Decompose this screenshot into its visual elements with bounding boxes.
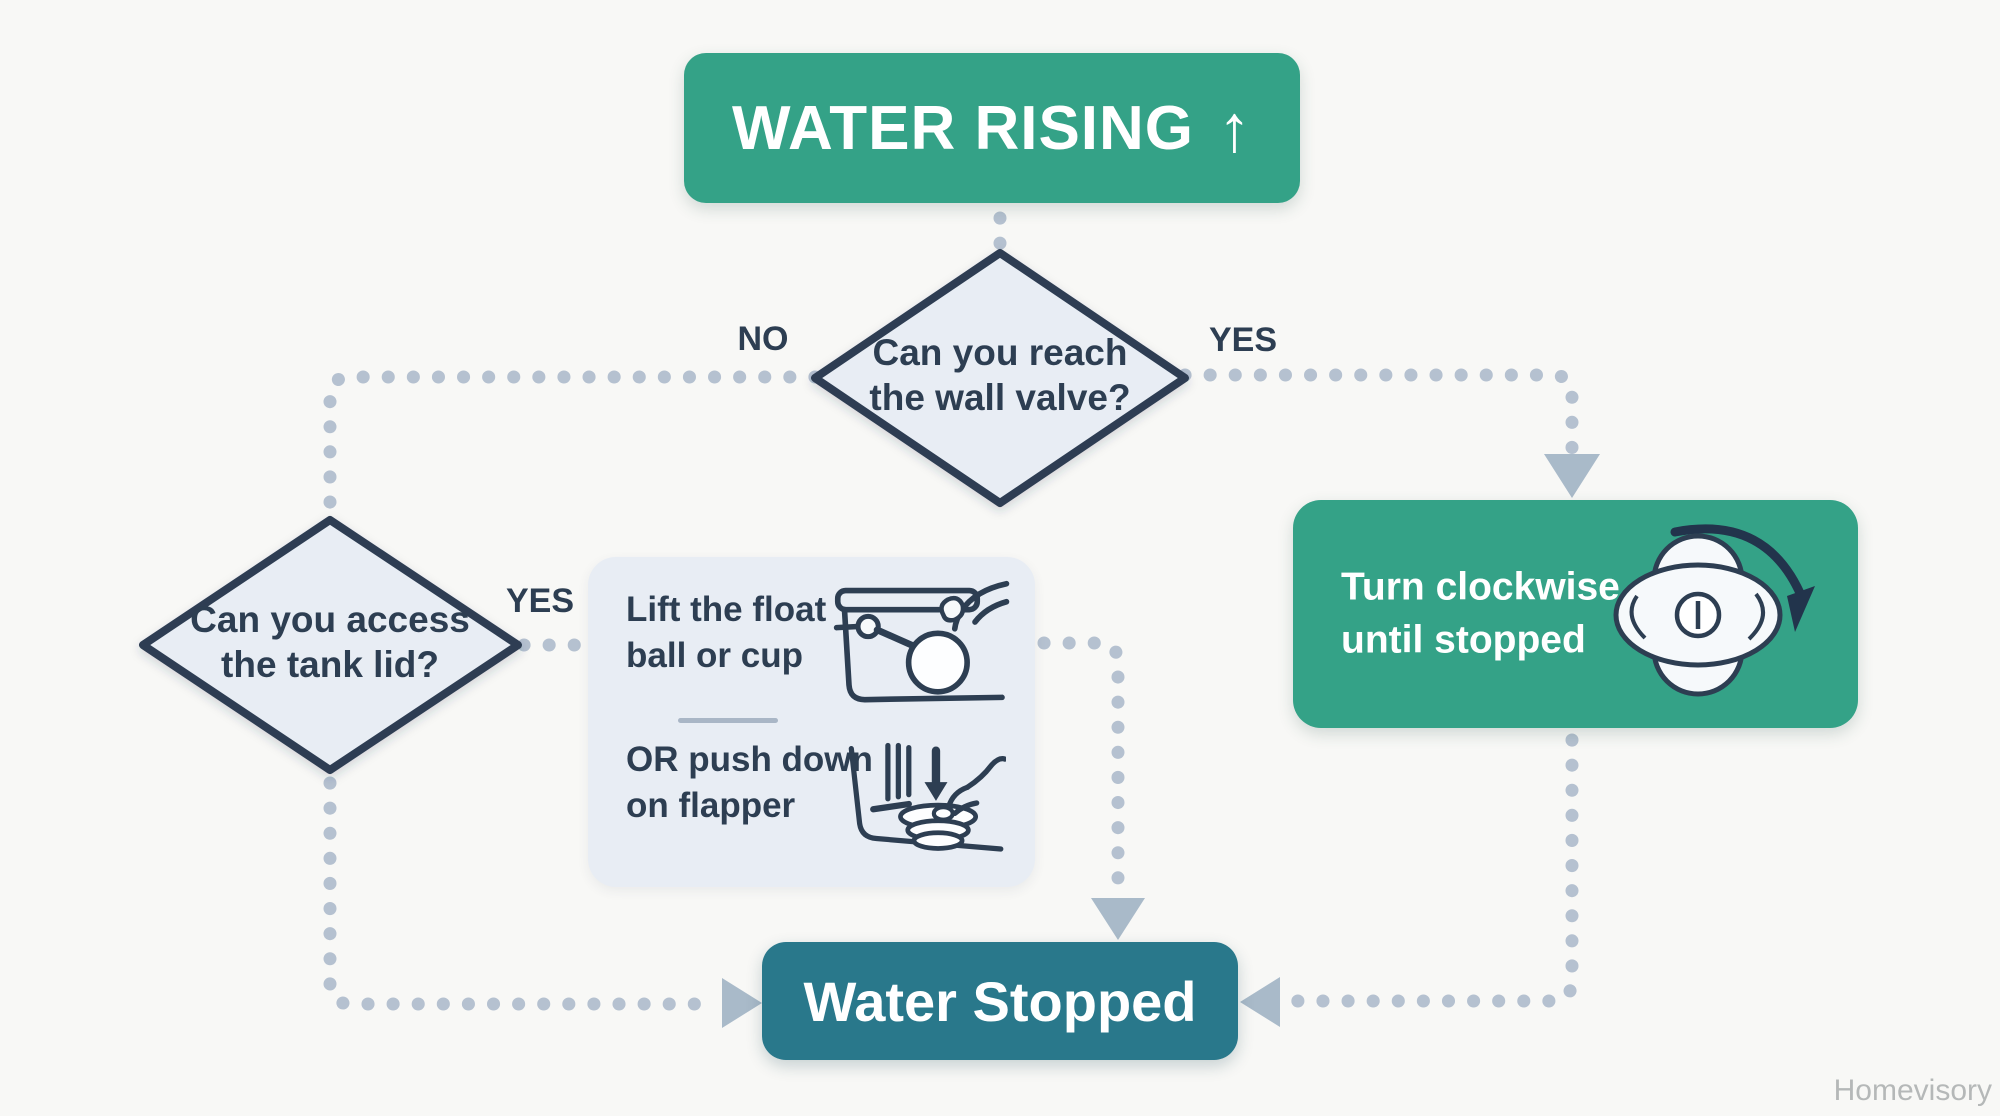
action-valve-label: Turn clockwise until stopped	[1341, 561, 1620, 666]
decision-tank-lid-label: Can you access the tank lid?	[170, 597, 490, 687]
clockwise-arrow-icon	[1670, 524, 1815, 632]
tank-option1-line2: ball or cup	[626, 635, 803, 675]
action-node-tank-options: Lift the float ball or cup OR push down …	[588, 557, 1035, 887]
start-node-water-rising: WATER RISING ↑	[684, 53, 1300, 203]
decision-tank-lid-line2: the tank lid?	[221, 644, 439, 686]
edge-tanklid-to-end	[323, 776, 709, 1011]
tank-option2-line2: on flapper	[626, 785, 796, 825]
decision-wall-valve-line2: the wall valve?	[869, 377, 1131, 419]
decision-wall-valve-label: Can you reach the wall valve?	[840, 330, 1160, 420]
action-valve-line2: until stopped	[1341, 618, 1586, 661]
edge-yes-branch	[1178, 368, 1579, 457]
decision-tank-lid-line1: Can you access	[190, 599, 470, 640]
action-valve-line1: Turn clockwise	[1341, 565, 1620, 609]
tank-option1-line1: Lift the float	[626, 590, 827, 629]
edge-panel-to-end	[1037, 636, 1125, 900]
tank-option2-label: OR push down on flapper	[626, 737, 873, 828]
down-arrow-icon	[924, 746, 948, 801]
decision-wall-valve-shape	[811, 249, 1189, 507]
decision-tank-lid-shape	[139, 516, 522, 774]
arrowhead-left-end	[1240, 977, 1280, 1027]
edge-no-branch	[323, 370, 822, 512]
end-node-label: Water Stopped	[803, 969, 1197, 1033]
tank-option1-label: Lift the float ball or cup	[626, 587, 826, 678]
arrowhead-down-valve	[1544, 454, 1600, 498]
valve-handle-icon	[1613, 524, 1815, 697]
action-node-turn-valve: Turn clockwise until stopped	[1293, 500, 1858, 728]
arrowhead-right-end	[722, 978, 762, 1028]
start-node-label: WATER RISING	[731, 93, 1195, 163]
option-divider	[678, 718, 778, 723]
up-arrow-icon: ↑	[1218, 91, 1253, 165]
float-ball-lift-icon	[833, 580, 1010, 703]
flapper-push-icon	[848, 742, 1006, 852]
branch-label-no: NO	[737, 320, 789, 358]
branch-label-yes-right: YES	[1208, 321, 1278, 359]
arrowhead-down-end	[1091, 898, 1145, 940]
watermark-text: Homevisory	[1833, 1074, 1992, 1107]
edge-valve-to-end	[1289, 733, 1579, 1008]
decision-wall-valve-line1: Can you reach	[872, 332, 1128, 373]
end-node-water-stopped: Water Stopped	[762, 942, 1238, 1060]
tank-option2-line1: OR push down	[626, 740, 873, 779]
branch-label-yes-left: YES	[505, 582, 575, 620]
